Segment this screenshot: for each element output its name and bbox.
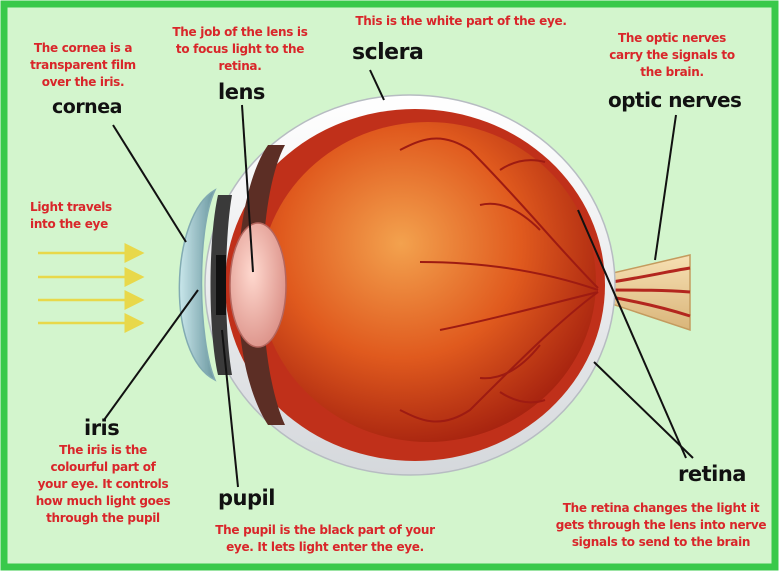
retina-label: retina [678,462,746,486]
light-note: Light travels into the eye [30,199,142,233]
lens-label: lens [218,80,265,104]
optic-nerves-note: The optic nerves carry the signals to th… [594,30,750,81]
lens-shape [230,223,286,347]
sclera-note: This is the white part of the eye. [344,13,578,30]
retina-note: The retina changes the light it gets thr… [548,500,774,551]
optic-nerves-label: optic nerves [608,88,741,112]
cornea-label: cornea [52,96,122,118]
eyeball-interior [260,122,596,442]
iris-label: iris [84,416,119,440]
pupil-note: The pupil is the black part of your eye.… [196,522,454,556]
cornea-note: The cornea is a transparent film over th… [22,40,144,91]
sclera-label: sclera [352,40,423,65]
iris-note: The iris is the colourful part of your e… [28,442,178,527]
pupil-shape [216,255,226,315]
pupil-label: pupil [218,486,275,510]
lens-note: The job of the lens is to focus light to… [165,24,315,75]
